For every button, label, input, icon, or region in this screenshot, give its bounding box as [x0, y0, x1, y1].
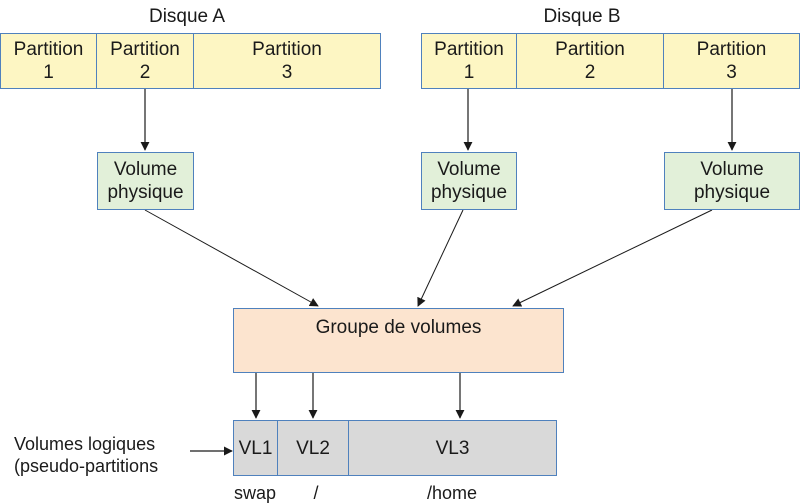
- disk-b-partition-1: Partition 1: [421, 33, 517, 89]
- mount-label-vl2: /: [313, 483, 319, 503]
- arrow-pv3-to-vg: [512, 209, 713, 307]
- logical-volumes-caption-line2: (pseudo-partitions: [14, 456, 159, 476]
- arrow-pv1-to-vg: [144, 209, 319, 307]
- logical-volume-vl3: VL3: [348, 420, 557, 476]
- disk-a-title: Disque A: [148, 6, 226, 27]
- disk-a-partition-3: Partition 3: [193, 33, 381, 89]
- logical-volumes-caption-line1: Volumes logiques: [14, 434, 156, 454]
- volume-group: Groupe de volumes: [233, 308, 564, 373]
- disk-a-partition-2: Partition 2: [96, 33, 194, 89]
- logical-volume-vl2: VL2: [277, 420, 349, 476]
- disk-a-partition-1: Partition 1: [0, 33, 97, 89]
- arrow-pv2-to-vg: [417, 209, 464, 307]
- physical-volume-1: Volume physique: [97, 152, 194, 210]
- logical-volume-vl1: VL1: [233, 420, 278, 476]
- mount-label-vl3: /home: [426, 483, 478, 503]
- mount-label-vl1: swap: [233, 483, 277, 503]
- disk-b-partition-2: Partition 2: [516, 33, 664, 89]
- physical-volume-3: Volume physique: [664, 152, 800, 210]
- disk-b-partition-3: Partition 3: [663, 33, 800, 89]
- physical-volume-2: Volume physique: [421, 152, 517, 210]
- disk-b-title: Disque B: [543, 6, 621, 27]
